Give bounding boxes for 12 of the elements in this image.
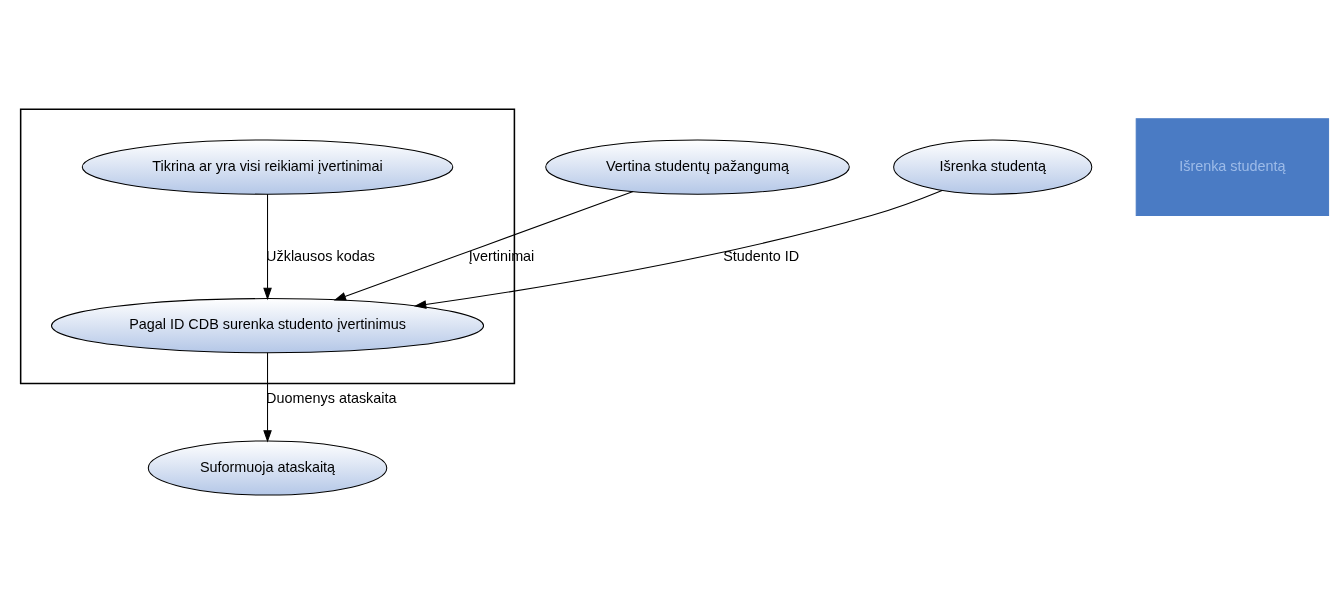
node-ellipse: Vertina studentų pažangumą	[545, 139, 850, 195]
edge-label: Studento ID	[723, 247, 800, 264]
arrow	[263, 352, 272, 443]
node-ellipse: Tikrina ar yra visi reikiami įvertinimai	[81, 139, 454, 195]
edge-label: Duomenys ataskaita	[266, 390, 397, 407]
node-ellipse: Išrenka studentą	[893, 139, 1093, 195]
node-box: Išrenka studentą	[1135, 118, 1330, 216]
arrow	[263, 193, 272, 301]
arrow	[333, 191, 634, 301]
edge-label: Užklausos kodas	[266, 247, 375, 264]
arrow	[413, 189, 943, 309]
node-ellipse: Suformuoja ataskaitą	[147, 440, 388, 496]
